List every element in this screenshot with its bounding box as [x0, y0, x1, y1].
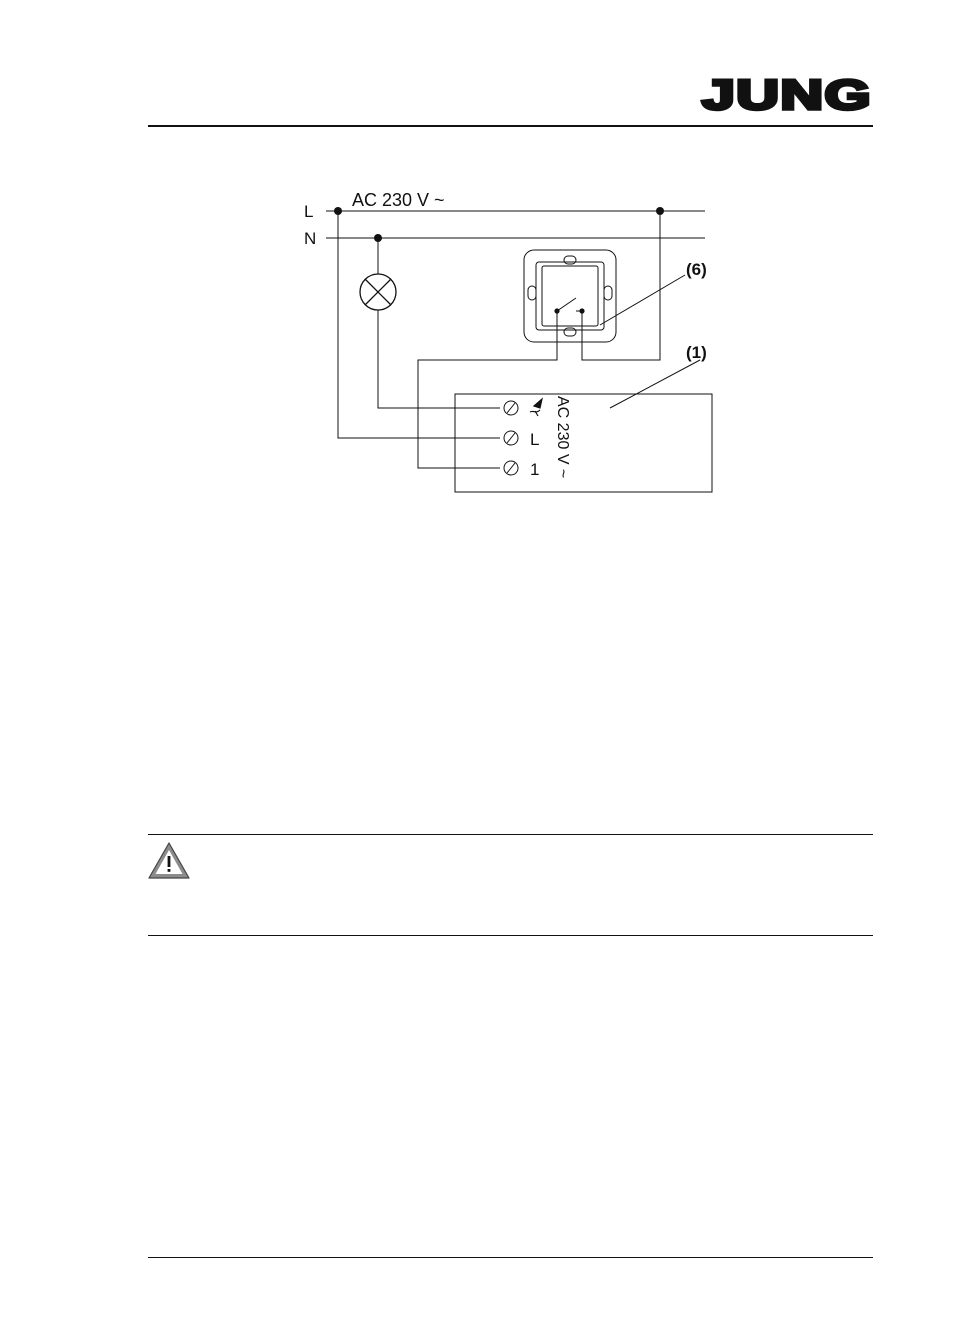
junction-dot [374, 234, 382, 242]
junction-dots [334, 207, 664, 242]
switch-contact-left [554, 308, 560, 314]
terminal-1-label: 1 [530, 460, 539, 479]
supply-voltage-label: AC 230 V ~ [352, 190, 445, 210]
lamp-icon [359, 273, 397, 311]
footer-rule [148, 1257, 873, 1258]
warning-rule-bottom [148, 935, 873, 936]
warning-triangle-icon [148, 842, 190, 879]
device-box [454, 393, 713, 493]
wire-L-to-switch [581, 211, 661, 361]
screw-terminal-icon [503, 460, 519, 476]
wire-lamp-to-fan-terminal [377, 310, 500, 409]
line-N-label: N [304, 229, 316, 248]
terminal-L-label: L [530, 430, 539, 449]
wire-switch-to-terminal-1 [417, 313, 558, 469]
warning-rule-top [148, 834, 873, 835]
switch-insert-icon [523, 249, 617, 343]
screw-terminal-icon [503, 400, 519, 416]
switch-contact-right [579, 308, 585, 314]
device-voltage-label: AC 230 V ~ [554, 396, 571, 478]
callout-6-leader [599, 274, 686, 326]
header-rule [148, 125, 873, 127]
wire-L-to-terminal [337, 211, 500, 439]
jung-logo: JUNG [700, 71, 873, 113]
fan-terminal-icon [529, 397, 543, 417]
jung-logo-text: JUNG [702, 71, 872, 113]
callout-1-label: (1) [686, 343, 707, 362]
callout-6-label: (6) [686, 260, 707, 279]
wiring-diagram: L N AC 230 V ~ (6) (1) L 1 AC 230 V ~ [304, 190, 713, 493]
callout-1-leader [609, 359, 701, 409]
screw-terminal-icon [503, 430, 519, 446]
junction-dot [334, 207, 342, 215]
line-L-label: L [304, 202, 313, 221]
junction-dot [656, 207, 664, 215]
